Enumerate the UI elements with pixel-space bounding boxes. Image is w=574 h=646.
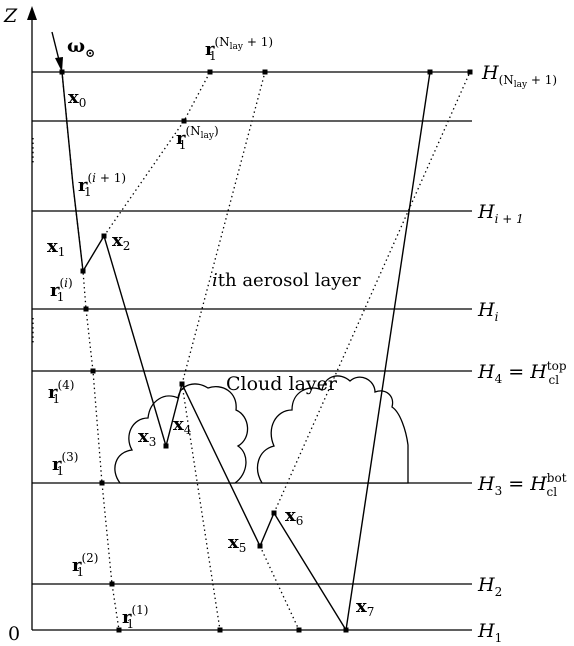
layer-label-h2: H2 bbox=[477, 574, 502, 599]
path-dotted-x4-to-surface bbox=[181, 383, 221, 631]
marker-x1 bbox=[80, 268, 86, 274]
origin-label: 0 bbox=[8, 623, 20, 645]
r-label-nlay-plus-1: r(Nlay + 1)1 bbox=[205, 35, 273, 63]
layer-label-h1: H1 bbox=[477, 620, 502, 645]
point-label-x4: x4 bbox=[173, 414, 192, 437]
marker-surface-b bbox=[296, 627, 302, 633]
marker-ri bbox=[83, 306, 89, 312]
cloud-left bbox=[114, 383, 249, 484]
r-label-nlay: r(Nlay)1 bbox=[176, 124, 219, 152]
marker-surface-a bbox=[217, 627, 223, 633]
marker-r4 bbox=[90, 368, 96, 374]
marker-r2 bbox=[109, 581, 115, 587]
sun-direction-label: ω⊙ bbox=[67, 35, 95, 60]
point-label-x6: x6 bbox=[285, 505, 303, 528]
layer-label-h-i1: Hi + 1 bbox=[477, 201, 524, 226]
marker-x3 bbox=[163, 443, 169, 449]
marker-r1 bbox=[116, 627, 122, 633]
marker-x6 bbox=[271, 510, 277, 516]
path-dotted-x4-up bbox=[181, 71, 266, 385]
marker-r3 bbox=[99, 480, 105, 486]
point-label-x3: x3 bbox=[138, 426, 156, 449]
path-dotted-x5-to-surface bbox=[259, 545, 300, 631]
r-label-i: r(i)1 bbox=[50, 276, 73, 304]
point-label-x1: x1 bbox=[47, 236, 65, 259]
marker-top-b bbox=[262, 69, 268, 75]
point-label-x2: x2 bbox=[112, 230, 130, 253]
marker-rnlay1 bbox=[207, 69, 213, 75]
point-markers bbox=[59, 69, 473, 633]
r-label-3: r(3)1 bbox=[52, 450, 78, 478]
point-label-x7: x7 bbox=[356, 596, 374, 619]
path-dotted-x2-to-surface bbox=[103, 71, 211, 237]
photon-direction-arrowhead bbox=[55, 57, 63, 72]
marker-x5 bbox=[257, 543, 263, 549]
r-label-2: r(2)1 bbox=[72, 551, 98, 579]
marker-x4 bbox=[179, 381, 185, 387]
marker-rnlay bbox=[181, 118, 187, 124]
point-label-x5: x5 bbox=[228, 532, 246, 555]
r-label-4: r(4)1 bbox=[48, 378, 74, 406]
r-label-i-plus-1: r(i + 1)1 bbox=[78, 171, 126, 199]
path-dotted-x0-to-surface bbox=[61, 71, 120, 631]
cloud-layer-label: Cloud layer bbox=[226, 373, 338, 395]
aerosol-layer-label: ith aerosol layer bbox=[212, 270, 361, 291]
marker-top-c bbox=[427, 69, 433, 75]
z-axis-arrowhead bbox=[27, 6, 37, 20]
layer-label-h-top: H(Nlay + 1) bbox=[481, 62, 557, 90]
z-axis-label: Z bbox=[3, 5, 18, 27]
point-label-x0: x0 bbox=[68, 87, 86, 110]
r-label-1: r(1)1 bbox=[122, 603, 148, 631]
layer-label-h-i: Hi bbox=[477, 299, 499, 324]
marker-x0 bbox=[59, 69, 65, 75]
marker-x2 bbox=[101, 233, 107, 239]
marker-top-d bbox=[467, 69, 473, 75]
cloud-right bbox=[256, 375, 409, 484]
marker-x7 bbox=[343, 627, 349, 633]
